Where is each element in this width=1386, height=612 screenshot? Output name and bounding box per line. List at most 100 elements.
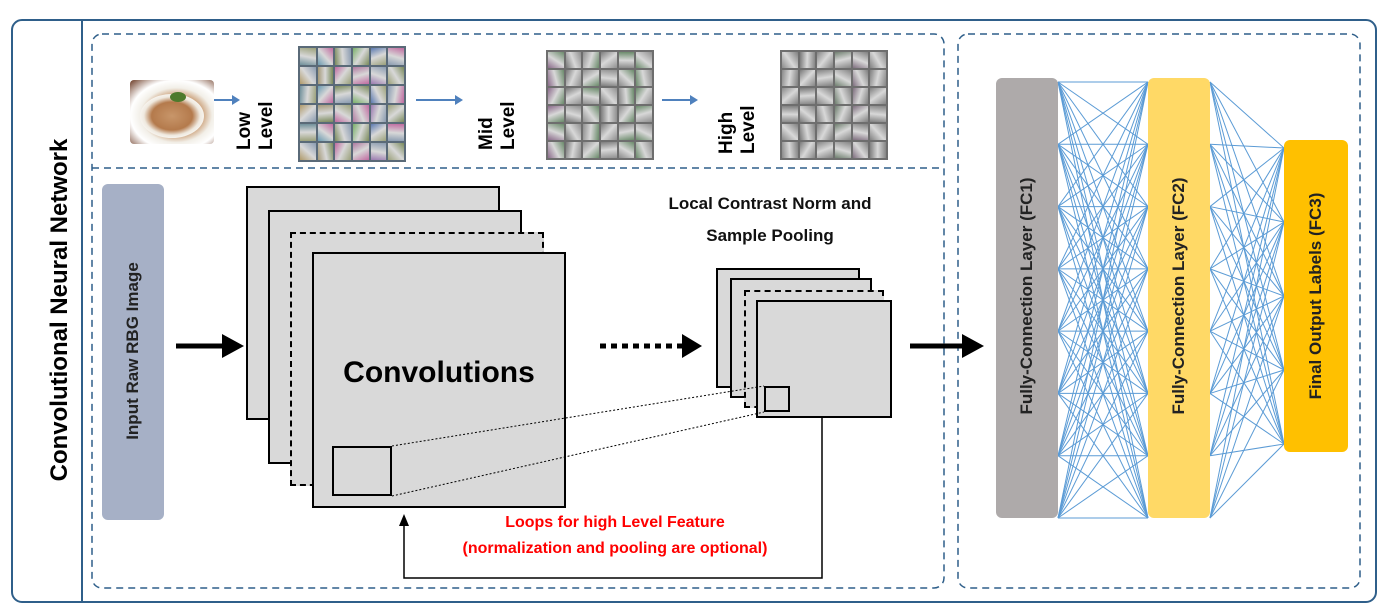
fc-edge — [1209, 330, 1285, 371]
feature-tile — [353, 105, 369, 122]
pool-receptive-field — [764, 386, 790, 412]
feature-tile — [548, 88, 564, 104]
fc-edge — [1209, 393, 1285, 445]
low-arrowhead — [232, 95, 240, 105]
feature-tile — [353, 143, 369, 160]
feature-tile — [548, 142, 564, 158]
loop-label-line1: Loops for high Level Feature — [505, 514, 725, 531]
feature-tile — [317, 105, 334, 122]
feature-tile — [799, 142, 816, 158]
feature-tile — [335, 86, 351, 103]
fc-edge — [1209, 295, 1285, 456]
feature-tile — [782, 88, 798, 104]
feature-tile — [583, 124, 599, 140]
feature-tile — [870, 88, 886, 104]
fc-arrowhead — [962, 334, 984, 358]
feature-tile — [548, 52, 564, 68]
feature-tile — [799, 70, 816, 86]
feature-tile — [870, 52, 886, 68]
feature-tile — [317, 124, 334, 141]
mid-level-label: Mid Level — [476, 101, 519, 150]
loop-line — [403, 418, 823, 579]
feature-tile — [388, 105, 404, 122]
feature-tile — [852, 106, 869, 122]
feature-tile — [370, 67, 387, 84]
food-image — [130, 80, 214, 144]
feature-tile — [370, 124, 387, 141]
feature-tile — [852, 52, 869, 68]
fc-edge — [1209, 295, 1285, 394]
fc-edge — [1057, 268, 1149, 519]
conv-receptive-field — [332, 446, 392, 496]
feature-tile — [565, 124, 582, 140]
feature-tile — [565, 88, 582, 104]
feature-tile — [817, 52, 833, 68]
feature-tile — [636, 88, 652, 104]
feature-tile — [618, 106, 635, 122]
fc-edge — [1209, 268, 1285, 297]
feature-tile — [817, 124, 833, 140]
high-arrowhead — [690, 95, 698, 105]
fc-edge — [1209, 206, 1285, 223]
feature-tile — [548, 70, 564, 86]
fc-edge — [1209, 221, 1285, 270]
fc-edge — [1209, 81, 1285, 149]
feature-tile — [317, 48, 334, 65]
feature-tile — [583, 106, 599, 122]
fc-edge — [1057, 81, 1149, 394]
feature-tile — [601, 70, 617, 86]
feature-tile — [799, 124, 816, 140]
feature-tile — [300, 48, 316, 65]
feature-tile — [353, 48, 369, 65]
feature-tile — [388, 86, 404, 103]
feature-tile — [782, 142, 798, 158]
fc-edge — [1057, 81, 1149, 456]
fc-panel — [957, 33, 1361, 589]
fc-edge — [1209, 143, 1285, 149]
fc-edge — [1209, 221, 1285, 519]
high-level-label: High Level — [716, 105, 759, 154]
fc-edge — [1057, 81, 1149, 270]
fc-edge — [1057, 81, 1149, 145]
feature-tile — [565, 70, 582, 86]
mid-level-features — [546, 50, 654, 160]
feature-tile — [370, 105, 387, 122]
loop-arrowhead — [399, 514, 409, 526]
fc-edge — [1209, 268, 1285, 445]
feature-tile — [583, 70, 599, 86]
feature-tile — [300, 124, 316, 141]
feature-tile — [335, 105, 351, 122]
fc-connections — [1057, 81, 1285, 519]
feature-tile — [317, 143, 334, 160]
low-level-features — [298, 46, 406, 162]
fc3-box — [1284, 140, 1348, 452]
feature-tile — [370, 86, 387, 103]
fc-edge — [1209, 268, 1285, 371]
fc-edge — [1209, 147, 1285, 332]
fc-edge — [1209, 147, 1285, 456]
feature-tile — [835, 106, 851, 122]
high-level-features — [780, 50, 888, 160]
feature-tile — [300, 105, 316, 122]
input-arrowhead — [222, 334, 244, 358]
feature-tile — [300, 86, 316, 103]
fc-edge — [1057, 393, 1149, 519]
feature-tile — [335, 124, 351, 141]
outer-frame — [11, 19, 1377, 603]
feature-tile — [317, 86, 334, 103]
input-image-box — [102, 184, 164, 520]
fc-edge — [1057, 144, 1149, 519]
feature-tile — [782, 106, 798, 122]
dotted-arrowhead — [682, 334, 702, 358]
feature-tile — [636, 124, 652, 140]
fc-edge — [1057, 81, 1149, 519]
fc1-label: Fully-Connection Layer (FC1) — [1017, 177, 1036, 415]
feature-tile — [835, 124, 851, 140]
feature-tile — [601, 106, 617, 122]
food-herb — [170, 92, 186, 102]
feature-tile — [565, 52, 582, 68]
fc-edge — [1209, 147, 1285, 519]
feature-tile — [852, 142, 869, 158]
feature-tile — [636, 106, 652, 122]
